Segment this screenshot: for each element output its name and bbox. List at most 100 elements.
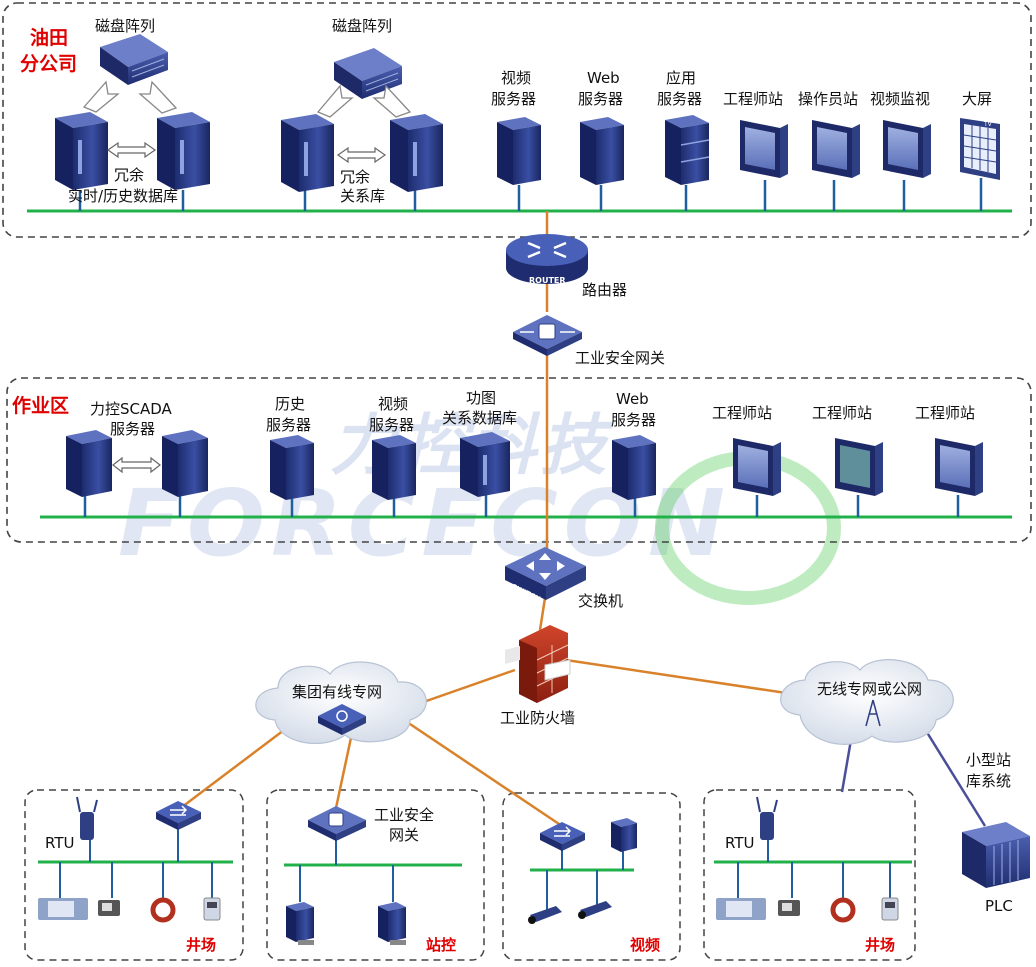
tag-well1: 井场 — [186, 936, 216, 954]
hq-video-server[interactable] — [497, 117, 541, 185]
redundancy-arrow-3 — [112, 456, 161, 474]
tag-video: 视频 — [630, 936, 660, 954]
hq-rel-server-2[interactable] — [390, 114, 443, 192]
station-pc-2[interactable] — [378, 902, 406, 945]
label-rtu-1: RTU — [45, 834, 74, 852]
well1-valve[interactable] — [150, 897, 176, 923]
zone-well2-box — [703, 789, 916, 961]
plc-rack[interactable] — [962, 822, 1030, 888]
video-camera-1[interactable] — [528, 906, 562, 924]
well1-flowmeter[interactable] — [38, 898, 88, 920]
link-fw-wireless — [565, 658, 807, 698]
hq-drops — [78, 178, 983, 211]
hq-app-server[interactable] — [665, 115, 710, 185]
well1-rtu-antenna[interactable] — [76, 796, 98, 840]
well2-sensor[interactable] — [778, 900, 800, 916]
label-disk-array-2: 磁盘阵列 — [332, 17, 392, 35]
hq-rel-server-1[interactable] — [281, 114, 334, 192]
label-firewall: 工业防火墙 — [500, 709, 575, 727]
label-hq-app-line2: 服务器 — [657, 90, 702, 108]
wireless-network-cloud[interactable] — [780, 659, 954, 745]
label-hq-op-station: 操作员站 — [798, 90, 858, 108]
label-switch: 交换机 — [578, 592, 623, 610]
label-small-station-line1: 小型站 — [966, 751, 1011, 769]
label-hq-app-line1: 应用 — [666, 69, 696, 87]
well1-meter[interactable] — [203, 897, 221, 921]
station-gateway-icon[interactable] — [308, 806, 366, 841]
label-db-realtime: 实时/历史数据库 — [68, 187, 178, 205]
zone-video-box — [502, 792, 681, 961]
station-pc-1[interactable] — [286, 902, 314, 945]
link-wireless-plc — [926, 733, 987, 827]
video-camera-2[interactable] — [578, 901, 612, 919]
label-db-redundant: 冗余 — [114, 166, 144, 184]
label-rel-db: 关系库 — [340, 187, 385, 205]
label-gateway: 工业安全网关 — [575, 349, 665, 367]
video-switch[interactable] — [540, 822, 585, 851]
tv-badge: TV — [983, 121, 993, 128]
video-nvr[interactable] — [611, 818, 637, 852]
label-hq-video-line1: 视频 — [501, 69, 531, 87]
work-eng-station-2[interactable] — [835, 438, 883, 496]
label-work-video-line1: 视频 — [378, 395, 408, 413]
field-drops — [59, 825, 891, 910]
backbone-switch-firewall — [538, 597, 547, 631]
label-scada-line1: 力控SCADA — [90, 400, 173, 418]
history-server[interactable] — [270, 435, 314, 500]
label-work-web-line2: 服务器 — [611, 411, 656, 429]
work-eng-station-1[interactable] — [733, 438, 781, 496]
label-hq-video-monitor: 视频监视 — [870, 90, 930, 108]
work-web-server[interactable] — [612, 435, 656, 500]
hq-web-server[interactable] — [580, 117, 624, 185]
label-work-eng3: 工程师站 — [915, 404, 975, 422]
label-gongtu-line2: 关系数据库 — [442, 409, 517, 427]
well2-rtu-antenna[interactable] — [756, 796, 778, 840]
well2-valve[interactable] — [830, 897, 856, 923]
gongtu-db-server[interactable] — [460, 432, 510, 497]
router-badge: ROUTER — [529, 276, 566, 285]
link-fw-wired — [411, 668, 516, 708]
label-router: 路由器 — [582, 281, 627, 299]
well1-switch[interactable] — [156, 801, 201, 830]
antenna-tower-icon — [865, 699, 881, 727]
work-eng-station-3[interactable] — [935, 438, 983, 496]
label-work-eng2: 工程师站 — [812, 404, 872, 422]
zone-label-hq-line1: 油田 — [30, 27, 68, 49]
disk-array-2[interactable] — [334, 48, 402, 99]
replication-arrows-2 — [316, 84, 412, 118]
hq-op-station-monitor[interactable] — [812, 120, 860, 178]
hq-db-server-2[interactable] — [157, 112, 210, 190]
label-scada-line2: 服务器 — [110, 420, 155, 438]
well2-flowmeter[interactable] — [716, 898, 766, 920]
wired-network-cloud[interactable] — [255, 661, 427, 744]
hq-db-server-1[interactable] — [55, 112, 108, 190]
well2-meter[interactable] — [881, 897, 899, 921]
zone-well1-box — [24, 789, 244, 961]
label-small-station-line2: 库系统 — [966, 772, 1011, 790]
firewall-icon[interactable] — [505, 625, 571, 703]
hq-eng-station-monitor[interactable] — [740, 120, 788, 178]
label-hq-video-line2: 服务器 — [491, 90, 536, 108]
hq-video-monitor[interactable] — [883, 120, 931, 178]
scada-server-1[interactable] — [66, 430, 112, 497]
disk-array-1[interactable] — [100, 34, 168, 85]
router-icon[interactable]: ROUTER — [506, 234, 588, 285]
label-hq-eng-station: 工程师站 — [723, 90, 783, 108]
link-wired-video — [403, 718, 563, 828]
label-disk-array-1: 磁盘阵列 — [95, 17, 155, 35]
label-station-gw-line2: 网关 — [389, 826, 419, 844]
zone-label-hq-line2: 分公司 — [20, 53, 77, 75]
scada-server-2[interactable] — [162, 430, 208, 497]
well1-sensor[interactable] — [98, 900, 120, 916]
switch-icon[interactable]: SWITCH — [505, 547, 586, 604]
link-wired-station — [334, 732, 354, 809]
gateway-icon[interactable] — [513, 315, 582, 356]
replication-arrows-1 — [82, 80, 178, 114]
hq-big-screen[interactable]: TV — [960, 118, 1000, 180]
zone-station-box — [266, 789, 485, 961]
work-video-server[interactable] — [372, 435, 416, 500]
label-wired-net: 集团有线专网 — [292, 683, 382, 701]
label-plc: PLC — [985, 897, 1013, 915]
